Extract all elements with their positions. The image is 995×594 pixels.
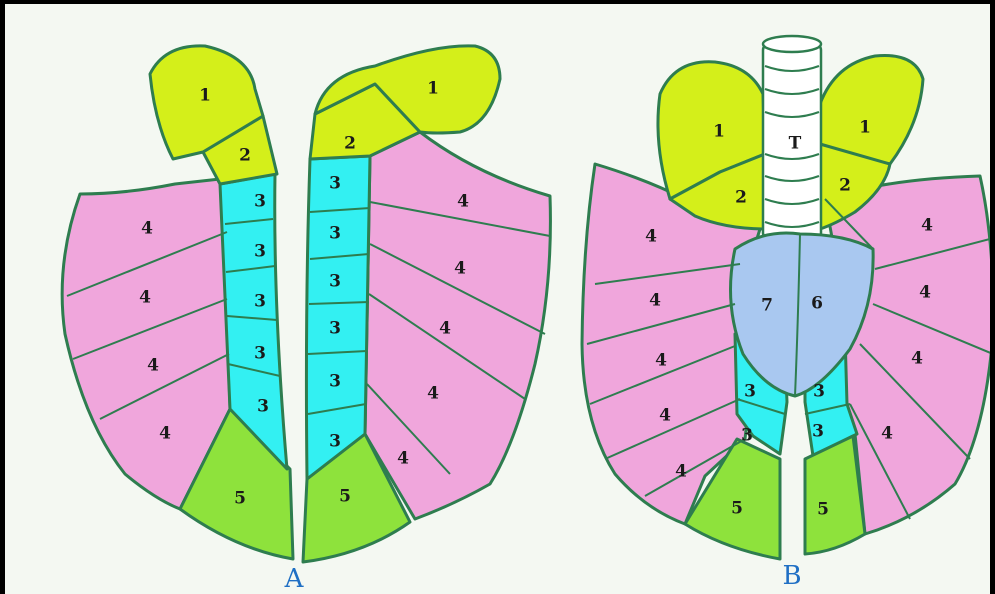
a-right-label-3f: 3 [329, 432, 341, 452]
b-left-label-5: 5 [731, 499, 743, 519]
a-right-label-4a: 4 [457, 192, 469, 212]
a-left-label-4a: 4 [141, 219, 153, 239]
panel-a-right-lung [303, 46, 550, 562]
a-left-label-4b: 4 [139, 288, 151, 308]
a-right-label-5: 5 [339, 487, 351, 507]
b-left-label-3b: 3 [741, 426, 753, 446]
a-right-label-1: 1 [427, 79, 439, 99]
a-left-label-2: 2 [239, 146, 251, 166]
a-right-label-4b: 4 [454, 259, 466, 279]
b-right-label-3b: 3 [812, 422, 824, 442]
a-right-label-4d: 4 [427, 384, 439, 404]
panel-a: 1 2 3 3 3 3 3 4 4 4 4 5 1 2 3 3 3 3 3 3 … [62, 46, 550, 594]
a-right-label-3c: 3 [329, 272, 341, 292]
a-right-label-4c: 4 [439, 319, 451, 339]
a-left-label-3c: 3 [254, 292, 266, 312]
a-left-label-4c: 4 [147, 356, 159, 376]
a-right-label-3e: 3 [329, 372, 341, 392]
b-right-label-1: 1 [859, 118, 871, 138]
b-left-label-4d: 4 [659, 406, 671, 426]
b-left-label-4b: 4 [649, 291, 661, 311]
b-left-label-4e: 4 [675, 462, 687, 482]
a-left-label-3e: 3 [257, 397, 269, 417]
b-right-label-2: 2 [839, 176, 851, 196]
b-left-label-2: 2 [735, 188, 747, 208]
b-left-label-3a: 3 [744, 382, 756, 402]
b-right-label-4c: 4 [911, 349, 923, 369]
a-left-label-1: 1 [199, 86, 211, 106]
a-right-label-3a: 3 [329, 174, 341, 194]
b-right-label-3a: 3 [813, 382, 825, 402]
b-right-label-4b: 4 [919, 283, 931, 303]
a-left-label-5: 5 [234, 489, 246, 509]
b-right-segment-5 [805, 436, 865, 554]
a-right-label-4e: 4 [397, 449, 409, 469]
panel-b: 1 2 T 1 2 7 6 4 4 4 4 4 4 4 4 4 4 3 3 3 … [582, 36, 990, 591]
b-right-label-5: 5 [817, 500, 829, 520]
b-right-label-4d: 4 [881, 424, 893, 444]
panel-a-label: A [284, 564, 305, 594]
b-label-6: 6 [811, 294, 823, 314]
b-left-label-4a: 4 [645, 227, 657, 247]
a-right-segment-4 [365, 132, 550, 519]
a-left-label-3d: 3 [254, 344, 266, 364]
a-right-label-2: 2 [344, 134, 356, 154]
a-right-label-3d: 3 [329, 319, 341, 339]
b-left-label-1: 1 [713, 122, 725, 142]
a-left-label-4d: 4 [159, 424, 171, 444]
b-right-label-4a: 4 [921, 216, 933, 236]
a-left-label-3a: 3 [254, 192, 266, 212]
b-label-7: 7 [761, 296, 773, 316]
lung-segments-diagram: 1 2 3 3 3 3 3 4 4 4 4 5 1 2 3 3 3 3 3 3 … [5, 4, 990, 594]
panel-b-label: B [782, 561, 801, 591]
a-left-label-3b: 3 [254, 242, 266, 262]
b-trachea-label: T [789, 134, 802, 154]
b-left-label-4c: 4 [655, 351, 667, 371]
a-right-label-3b: 3 [329, 224, 341, 244]
